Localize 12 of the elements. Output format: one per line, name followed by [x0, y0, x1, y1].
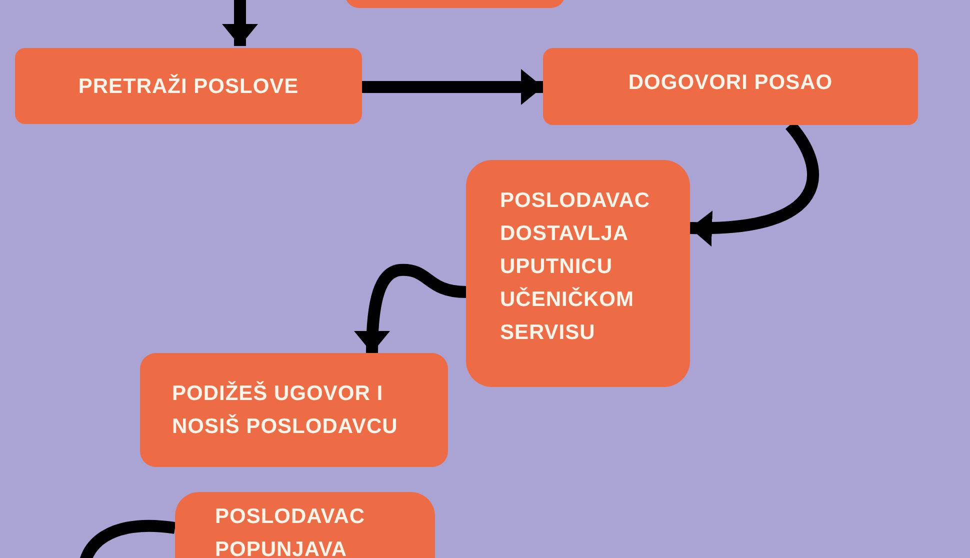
step-text: POSLODAVAC DOSTAVLJA UPUTNICU UČENIČKOM SERVISU [500, 188, 652, 346]
arrow [362, 69, 543, 105]
step-text: PRETRAŽI POSLOVE [78, 73, 299, 100]
arrow [354, 264, 466, 354]
step-text: POSLODAVAC POPUNJAVA [215, 504, 366, 558]
step-box [140, 353, 448, 467]
step-box [15, 48, 362, 124]
step-text: DOGOVORI POSAO [628, 70, 833, 96]
step-box [543, 48, 918, 125]
step-text: PODIŽEŠ UGOVOR I NOSIŠ POSLODAVCU [172, 380, 399, 440]
arrow [222, 0, 258, 46]
step-box [466, 160, 690, 387]
